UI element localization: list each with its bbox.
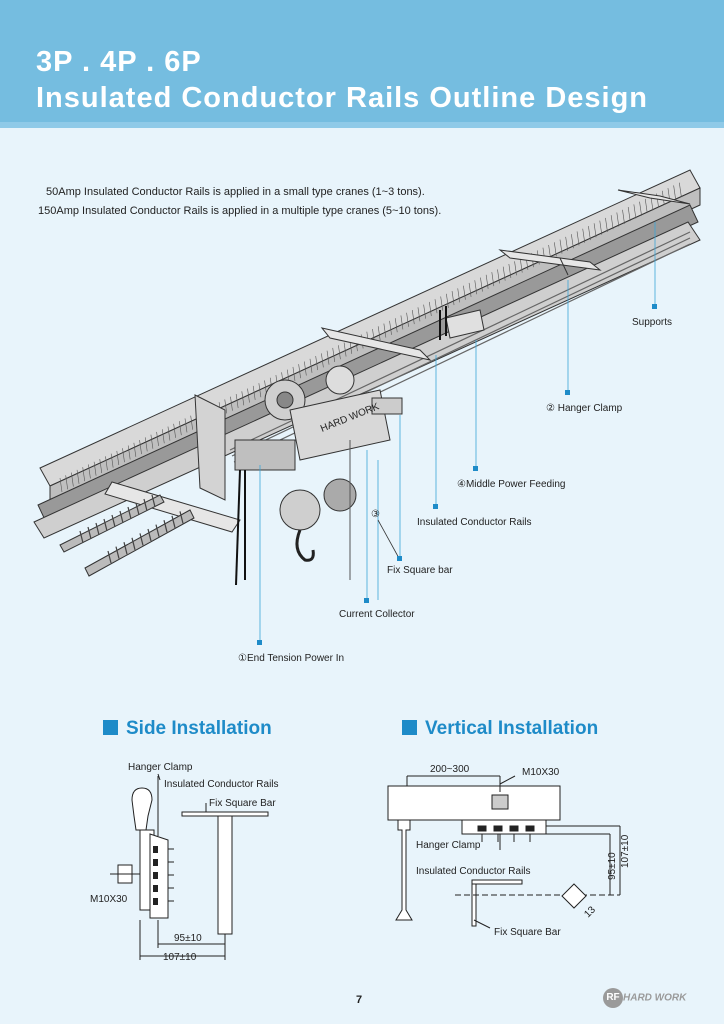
- label-fix-square: Fix Square bar: [387, 565, 453, 576]
- tension-springs: [59, 494, 195, 577]
- intro-line-1: 50Amp Insulated Conductor Rails is appli…: [46, 186, 425, 198]
- brand-text: HARD WORK: [623, 992, 687, 1004]
- vertical-heading-text: Vertical Installation: [425, 718, 599, 739]
- side-heading-text: Side Installation: [126, 718, 272, 739]
- header-band: [0, 0, 724, 128]
- vertical-installation-drawing: [387, 775, 621, 929]
- vert-dim-95: 95±10: [607, 852, 618, 880]
- side-label-fix-bar: Fix Square Bar: [209, 798, 276, 809]
- header-stripe: [0, 122, 724, 128]
- vertical-installation-heading: Vertical Installation: [402, 718, 598, 740]
- page-title-line2: Insulated Conductor Rails Outline Design: [36, 82, 648, 114]
- label-current-collector: Current Collector: [339, 609, 415, 620]
- trolley-assembly: [194, 365, 403, 586]
- vert-label-bolt: M10X30: [522, 767, 560, 778]
- leader-markers: [257, 304, 657, 645]
- brand-mark-icon: RF: [603, 988, 623, 1008]
- middle-power-box: [439, 306, 485, 340]
- beam-web-texture: [59, 182, 682, 493]
- vert-label-fix-bar: Fix Square Bar: [494, 927, 561, 938]
- vert-label-hanger-clamp: Hanger Clamp: [416, 840, 481, 851]
- side-label-rails: Insulated Conductor Rails: [164, 779, 279, 790]
- side-heading-square-icon: [103, 720, 118, 735]
- side-dim-107: 107±10: [163, 952, 197, 963]
- side-label-bolt: M10X30: [90, 894, 128, 905]
- side-label-hanger-clamp: Hanger Clamp: [128, 762, 193, 773]
- vert-dim-13: 13: [582, 904, 598, 920]
- vertical-heading-square-icon: [402, 720, 417, 735]
- label-conductor-rails: Insulated Conductor Rails: [417, 517, 532, 528]
- label-end-tension: ①End Tension Power In: [238, 653, 344, 664]
- label-middle-power: ④Middle Power Feeding: [457, 479, 565, 490]
- label-supports: Supports: [632, 317, 672, 328]
- intro-line-2: 150Amp Insulated Conductor Rails is appl…: [38, 205, 442, 217]
- side-installation-drawing: [110, 773, 269, 960]
- side-installation-heading: Side Installation: [103, 718, 272, 740]
- page-title-line1: 3P . 4P . 6P: [36, 46, 202, 78]
- support-bars: [104, 189, 691, 533]
- vert-label-span: 200~300: [430, 764, 470, 775]
- page-number: 7: [356, 994, 363, 1006]
- label-hanger-clamp: ② Hanger Clamp: [546, 403, 623, 414]
- side-dim-95: 95±10: [174, 933, 202, 944]
- leader-lines: [259, 222, 656, 642]
- vert-dim-107: 107±10: [620, 834, 631, 868]
- vert-label-rails: Insulated Conductor Rails: [416, 866, 531, 877]
- label-number-3: ③: [371, 509, 380, 520]
